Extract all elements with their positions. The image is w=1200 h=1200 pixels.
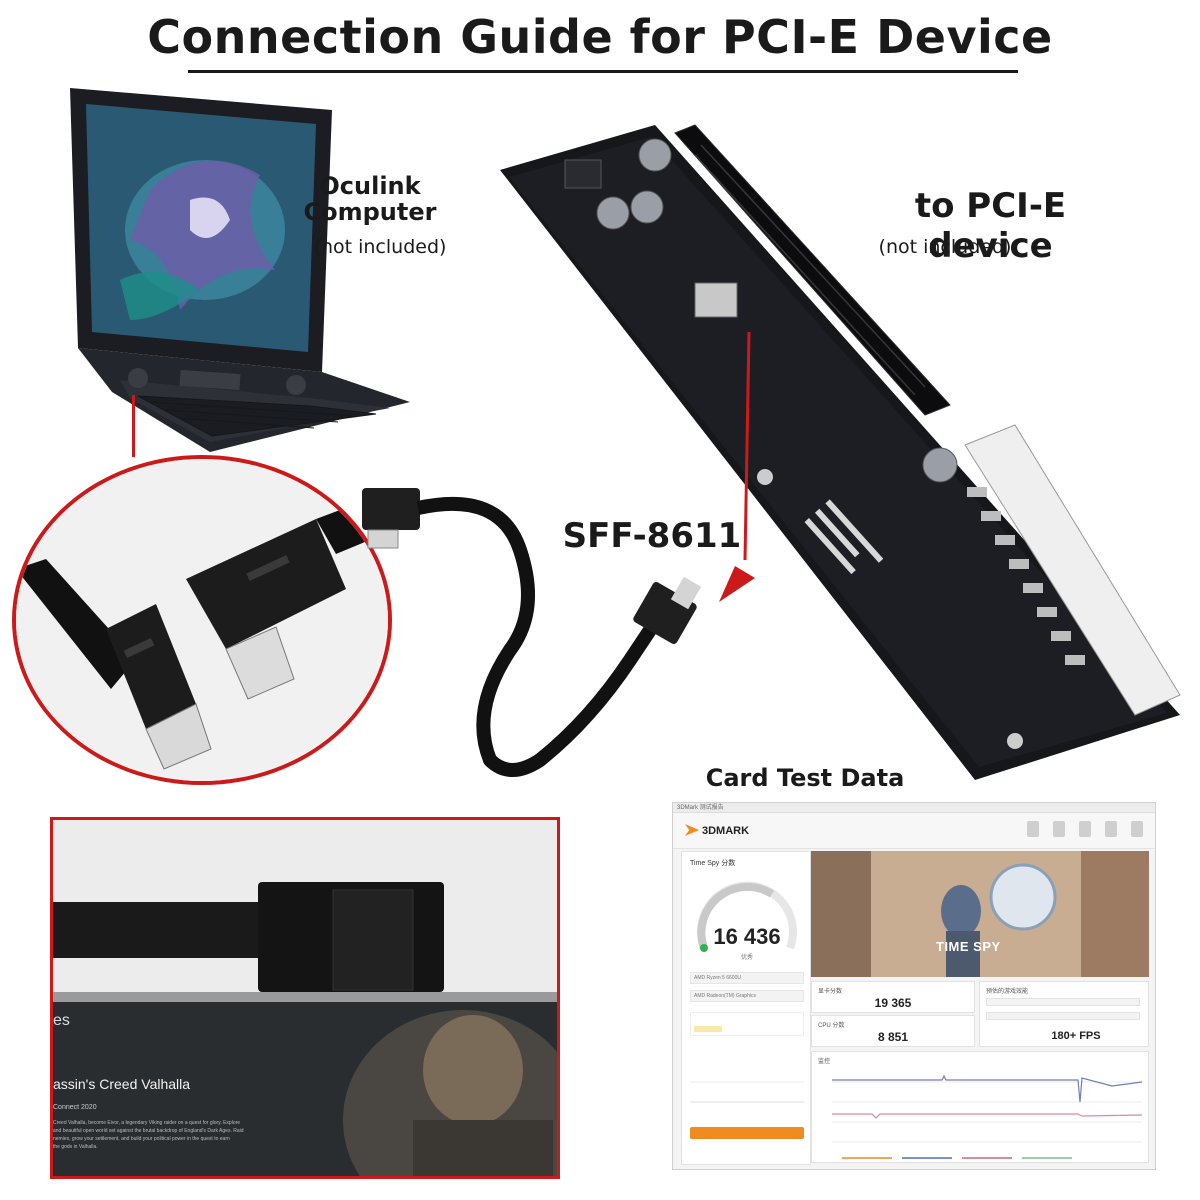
card-test-label: Card Test Data (705, 764, 905, 792)
tdm-cpu-score: 8 851 (877, 1030, 909, 1044)
game-blurb-1: Creed Valhalla, become Eivor, a legendar… (53, 1120, 241, 1126)
tdm-hero-image (811, 851, 1149, 977)
tdm-score-card: Time Spy 分数 16 436 优秀 AMD Ryzen 5 6600U … (681, 851, 811, 1165)
title-underline (188, 70, 1018, 73)
tdm-cpu-name: AMD Ryzen 5 6600U (690, 972, 804, 984)
connector-closeup-image (16, 459, 388, 781)
computer-label-line2: Computer (303, 198, 437, 226)
tdm-logo: 3DMARK (685, 824, 749, 837)
pcie-adapter-board (500, 124, 1181, 780)
game-blurb-2: and beautiful open world set against the… (53, 1128, 244, 1134)
game-title: assin's Creed Valhalla (53, 1076, 191, 1092)
tdm-orange-button[interactable] (690, 1127, 804, 1139)
tdm-brand: 3DMARK (702, 825, 750, 837)
tdm-gpu-name: AMD Radeon(TM) Graphics (690, 990, 804, 1002)
tdm-settings-icon[interactable] (1131, 821, 1143, 837)
tdm-score: 16 436 (713, 924, 781, 949)
tdm-monitor-graph (832, 1074, 1143, 1159)
tdm-fps-value: 180+ FPS (1051, 1030, 1101, 1042)
cable-label: SFF-8611 (562, 516, 742, 556)
tdm-cpu-score-label: CPU 分数 (818, 1023, 845, 1029)
tdm-game-select[interactable] (986, 998, 1140, 1006)
cable-photo: es assin's Creed Valhalla Connect 2020 C… (50, 817, 560, 1179)
tdm-home-icon[interactable] (1027, 821, 1039, 837)
tdm-fps-box: 预估的游戏效能 180+ FPS (979, 981, 1149, 1047)
tdm-titlebar: 3DMark 测试报告 (673, 803, 1155, 813)
game-meta: Connect 2020 (53, 1104, 97, 1111)
tdm-options-icon[interactable] (1105, 821, 1117, 837)
tdm-monitor-chart: 监控 (811, 1051, 1149, 1163)
tdm-header: 3DMARK (673, 813, 1155, 849)
tdm-score-gauge (697, 881, 797, 952)
page-title: Connection Guide for PCI-E Device (147, 10, 1053, 64)
tdm-results-icon[interactable] (1079, 821, 1091, 837)
computer-label-line1: Oculink (319, 172, 421, 200)
sff-arrow (719, 331, 755, 602)
laptop-image (70, 88, 410, 452)
tdm-dist-chart (690, 1081, 804, 1103)
photo-header-fragment: es (53, 1012, 70, 1029)
connector-line (132, 395, 135, 457)
tdm-gpu-score-label: 显卡分数 (818, 989, 843, 995)
game-blurb-3: nemies, grow your settlement, and build … (53, 1136, 230, 1142)
tdm-gpu-score-box: 显卡分数 19 365 (811, 981, 975, 1013)
device-label: to PCI-E device (914, 186, 1067, 266)
tdm-monitor-label: 监控 (818, 1059, 831, 1065)
tdm-test-icon[interactable] (1053, 821, 1065, 837)
tdm-stats-row (690, 1012, 804, 1036)
tdm-window: 3DMark 测试报告 3DMARK Time Spy 分数 16 436 优秀… (672, 802, 1156, 1170)
tdm-score-label: 优秀 (740, 955, 753, 961)
device-note: (not included) (878, 236, 1012, 258)
game-blurb-4: the gods in Valhalla. (53, 1144, 98, 1150)
oculink-cable (362, 488, 702, 777)
connector-closeup (12, 455, 392, 785)
tdm-resolution-select[interactable] (986, 1012, 1140, 1020)
tdm-nav (1027, 821, 1143, 837)
tdm-stat-highlight (694, 1026, 722, 1032)
tdm-cpu-score-box: CPU 分数 8 851 (811, 1015, 975, 1047)
tdm-gpu-score: 19 365 (874, 996, 912, 1010)
computer-note: (not included) (313, 236, 447, 258)
tdm-logo-icon (685, 824, 699, 836)
cable-photo-image (53, 820, 557, 1176)
tdm-hero-label: TIME SPY (936, 939, 1001, 954)
tdm-fps-label: 预估的游戏效能 (986, 989, 1029, 995)
tdm-hero: TIME SPY (811, 851, 1149, 977)
tdm-test-name: Time Spy 分数 (690, 860, 736, 867)
